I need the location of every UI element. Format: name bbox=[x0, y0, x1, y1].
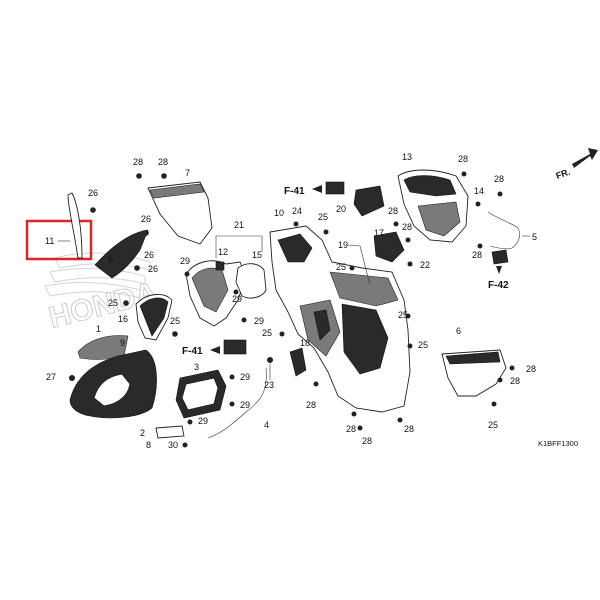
label-28l: 28 bbox=[526, 364, 536, 374]
highlight-box bbox=[25, 219, 93, 261]
part-7-shape bbox=[147, 181, 213, 245]
label-26a: 26 bbox=[88, 188, 98, 198]
part-2-shape bbox=[155, 425, 185, 439]
label-24: 24 bbox=[292, 206, 302, 216]
label-20: 20 bbox=[336, 204, 346, 214]
label-18: 18 bbox=[300, 338, 310, 348]
label-28j: 28 bbox=[472, 250, 482, 260]
diagram-code: K1BFF1300 bbox=[538, 439, 578, 448]
part-11-shape bbox=[67, 192, 83, 259]
label-14: 14 bbox=[474, 186, 484, 196]
part-5-cable bbox=[487, 211, 520, 250]
label-28f: 28 bbox=[404, 424, 414, 434]
label-28i: 28 bbox=[458, 154, 468, 164]
label-28e: 28 bbox=[362, 436, 372, 446]
label-26b: 26 bbox=[141, 214, 151, 224]
label-25b: 25 bbox=[170, 316, 180, 326]
label-17: 17 bbox=[374, 228, 384, 238]
label-1: 1 bbox=[96, 324, 101, 334]
label-26d: 26 bbox=[148, 264, 158, 274]
label-29a: 29 bbox=[240, 372, 250, 382]
label-28g: 28 bbox=[388, 206, 398, 216]
label-16: 16 bbox=[118, 314, 128, 324]
label-28d: 28 bbox=[346, 424, 356, 434]
ref-f42: F-42 bbox=[488, 280, 509, 291]
label-25a: 25 bbox=[108, 298, 118, 308]
part-15-shape bbox=[235, 263, 267, 299]
label-5: 5 bbox=[532, 232, 537, 242]
direction-label: FR. bbox=[555, 167, 572, 181]
front-direction-arrow: FR. bbox=[555, 148, 598, 181]
label-29d: 29 bbox=[180, 256, 190, 266]
label-25c: 25 bbox=[318, 212, 328, 222]
label-29b: 29 bbox=[240, 400, 250, 410]
label-6b: 6 bbox=[456, 326, 461, 336]
label-29e: 29 bbox=[232, 294, 242, 304]
label-25e: 25 bbox=[262, 328, 272, 338]
label-12: 12 bbox=[218, 247, 228, 257]
ref-f41-upper: F-41 bbox=[284, 186, 305, 197]
label-30: 30 bbox=[168, 440, 178, 450]
label-28m: 28 bbox=[510, 376, 520, 386]
label-21: 21 bbox=[234, 220, 244, 230]
label-29f: 29 bbox=[254, 316, 264, 326]
label-7: 7 bbox=[185, 168, 190, 178]
label-28k: 28 bbox=[494, 174, 504, 184]
label-25g: 25 bbox=[418, 340, 428, 350]
label-19: 19 bbox=[338, 240, 348, 250]
label-8: 8 bbox=[146, 440, 151, 450]
label-15: 15 bbox=[252, 250, 262, 260]
label-26c: 26 bbox=[144, 250, 154, 260]
label-10: 10 bbox=[274, 208, 284, 218]
label-9: 9 bbox=[120, 338, 125, 348]
part-6-shape bbox=[94, 229, 149, 279]
label-28b: 28 bbox=[158, 157, 168, 167]
label-3: 3 bbox=[194, 362, 199, 372]
part-19-shape bbox=[353, 185, 385, 217]
label-28a: 28 bbox=[133, 157, 143, 167]
label-25h: 25 bbox=[488, 420, 498, 430]
part-17-shape bbox=[373, 231, 405, 263]
label-2: 2 bbox=[140, 428, 145, 438]
label-27: 27 bbox=[46, 372, 56, 382]
label-23: 23 bbox=[264, 380, 274, 390]
label-29c: 29 bbox=[198, 416, 208, 426]
label-28c: 28 bbox=[306, 400, 316, 410]
label-6: 6 bbox=[108, 254, 113, 264]
part-18-shape bbox=[289, 347, 307, 377]
ref-f41-lower: F-41 bbox=[182, 346, 203, 357]
label-25f: 25 bbox=[398, 310, 408, 320]
label-22: 22 bbox=[420, 260, 430, 270]
label-13: 13 bbox=[402, 152, 412, 162]
label-28h: 28 bbox=[402, 222, 412, 232]
label-11: 11 bbox=[45, 236, 54, 246]
label-25d: 25 bbox=[336, 262, 346, 272]
part-4-cable bbox=[207, 367, 267, 439]
label-4: 4 bbox=[264, 420, 269, 430]
